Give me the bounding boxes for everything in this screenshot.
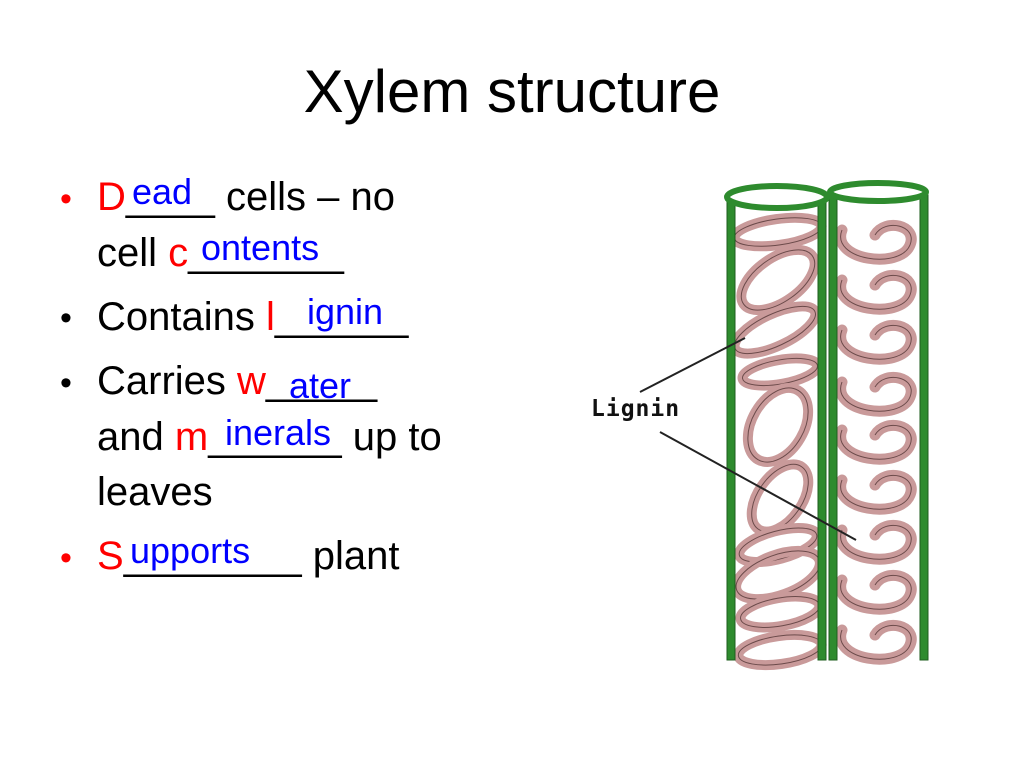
lignin-spiral-right (835, 470, 917, 515)
vessel-top-right (827, 180, 929, 204)
lignin-spiral-right (835, 220, 917, 265)
bullet-2-blank: ______ (274, 295, 409, 339)
bullet-marker-4: • (60, 539, 72, 577)
bullet-1-line-2-blank: _______ (188, 231, 344, 275)
vessel-walls (724, 180, 929, 661)
lignin-ring-left-outline (747, 387, 809, 463)
bullet-marker-1: • (60, 180, 72, 218)
bullet-3-prefix: Carries (97, 359, 238, 403)
lignin-spiral-right-outline (840, 377, 912, 412)
slide-title: Xylem structure (303, 58, 721, 125)
lignin-spiral-right (835, 270, 917, 315)
lignin-rings (729, 212, 917, 671)
answer-lignin: ignin (307, 291, 384, 332)
lignin-spiral-right (835, 620, 917, 665)
bullet-3-blank: _____ (265, 359, 378, 403)
bullet-1-blank: ____ (125, 175, 215, 219)
vessel-wall (828, 194, 838, 661)
lignin-ring-left-outline (751, 463, 809, 533)
bullet-marker-3: • (60, 364, 72, 402)
bullet-3-line-1: Carries w_____ (97, 361, 377, 401)
bullet-4-blank: ________ (123, 534, 302, 578)
lignin-spiral-right-outline (840, 275, 912, 310)
lignin-spiral-right-outline (840, 625, 912, 660)
lignin-ring-left (742, 383, 814, 467)
lignin-spiral-right (835, 570, 917, 615)
lignin-spiral-right-outline (840, 475, 912, 510)
bullet-3-letter: w (237, 359, 266, 403)
vessel-wall (726, 194, 736, 661)
vessel-wall (919, 194, 929, 661)
pointer-line-lower (659, 431, 857, 541)
lignin-spiral-right (835, 372, 917, 417)
bullet-3-line-3: leaves (97, 470, 213, 514)
bullet-3-line-2: and m______ up to (97, 417, 442, 457)
vessel-top-left (724, 183, 830, 211)
lignin-spiral-right-outline (840, 225, 912, 260)
answer-dead: ead (132, 171, 193, 212)
lignin-ring-left-outline (737, 634, 823, 666)
answer-minerals: inerals (225, 412, 332, 453)
bullet-1-letter: D (97, 175, 126, 219)
bullet-2-letter: l (265, 295, 275, 339)
bullet-4-line-1: S________ plant (97, 536, 400, 576)
answer-contents: ontents (201, 227, 320, 268)
bullet-3-line-2-letter: m (174, 415, 209, 459)
pointer-line-upper (639, 337, 746, 393)
lignin-ring-left-outline (738, 527, 818, 563)
bullet-3-line-2-rest: up to (341, 415, 442, 459)
bullet-1-rest: cells – no (214, 175, 395, 219)
bullet-1-line-1: D____ cells – no (97, 177, 395, 217)
lignin-spiral-right (835, 520, 917, 565)
bullet-1-line-2: cell c_______ (97, 233, 344, 273)
label-pointers (639, 337, 857, 541)
lignin-ring-left-outline (740, 249, 816, 311)
lignin-spiral-right-outline (840, 575, 912, 610)
lignin-label: Lignin (591, 396, 681, 422)
bullet-4-letter: S (97, 534, 124, 578)
lignin-spiral-right (835, 420, 917, 465)
bullet-2-prefix: Contains (97, 295, 266, 339)
lignin-spiral-right-outline (840, 525, 912, 560)
answer-water: ater (289, 365, 352, 406)
lignin-spiral-right-outline (840, 425, 912, 460)
vessel-wall (817, 194, 827, 661)
lignin-spiral-right (835, 320, 917, 365)
bullet-1-line-2-letter: c (168, 231, 189, 275)
bullet-3-line-2-blank: ______ (208, 415, 342, 459)
bullet-2-line-1: Contains l______ (97, 297, 408, 337)
bullet-3-line-2-prefix: and (97, 415, 175, 459)
answer-supports: upports (130, 530, 251, 571)
bullet-4-rest: plant (301, 534, 400, 578)
lignin-spiral-right-outline (840, 325, 912, 360)
bullet-1-line-2-prefix: cell (97, 231, 169, 275)
bullet-marker-2: • (60, 299, 72, 337)
